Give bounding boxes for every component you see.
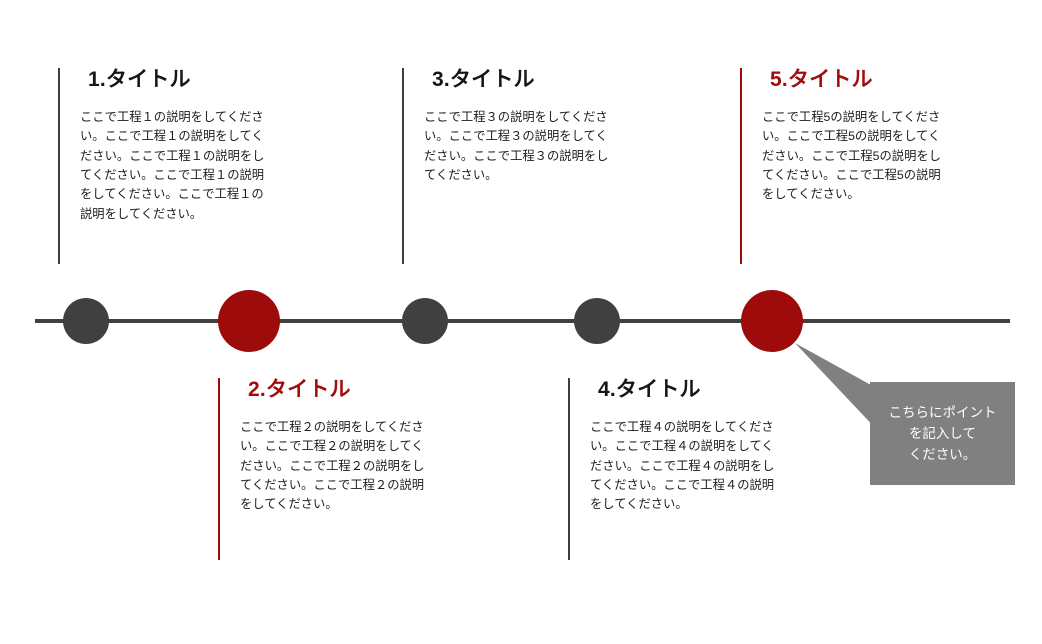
item-3-rule: [402, 68, 404, 264]
item-3-body: ここで工程３の説明をしてください。ここで工程３の説明をしてください。ここで工程３…: [424, 110, 609, 183]
timeline-item-1[interactable]: 1.タイトル ここで工程１の説明をしてください。ここで工程１の説明をしてください…: [58, 68, 288, 264]
callout-box[interactable]: こちらにポイント を記入して ください。: [870, 382, 1015, 485]
timeline-axis-line: [35, 319, 1010, 323]
timeline-node-1[interactable]: [63, 298, 109, 344]
timeline-item-3[interactable]: 3.タイトル ここで工程３の説明をしてください。ここで工程３の説明をしてください…: [402, 68, 632, 264]
item-4-rule: [568, 378, 570, 560]
item-5-title: 5.タイトル: [770, 68, 873, 91]
timeline-node-5[interactable]: [741, 290, 803, 352]
timeline-node-3[interactable]: [402, 298, 448, 344]
timeline-item-4[interactable]: 4.タイトル ここで工程４の説明をしてください。ここで工程４の説明をしてください…: [568, 378, 798, 560]
item-4-body: ここで工程４の説明をしてください。ここで工程４の説明をしてください。ここで工程４…: [590, 420, 775, 512]
callout-pointer-icon: [795, 343, 880, 433]
callout-text: こちらにポイント を記入して ください。: [888, 405, 997, 462]
item-2-title: 2.タイトル: [248, 378, 351, 401]
item-4-title: 4.タイトル: [598, 378, 701, 401]
item-2-rule: [218, 378, 220, 560]
item-2-body: ここで工程２の説明をしてください。ここで工程２の説明をしてください。ここで工程２…: [240, 420, 425, 512]
timeline-node-4[interactable]: [574, 298, 620, 344]
item-1-title: 1.タイトル: [88, 68, 191, 91]
timeline-item-5[interactable]: 5.タイトル ここで工程5の説明をしてください。ここで工程5の説明をしてください…: [740, 68, 970, 264]
item-3-title: 3.タイトル: [432, 68, 535, 91]
item-5-body: ここで工程5の説明をしてください。ここで工程5の説明をしてください。ここで工程5…: [762, 110, 941, 202]
timeline-node-2[interactable]: [218, 290, 280, 352]
item-5-rule: [740, 68, 742, 264]
timeline-item-2[interactable]: 2.タイトル ここで工程２の説明をしてください。ここで工程２の説明をしてください…: [218, 378, 448, 560]
item-1-body: ここで工程１の説明をしてください。ここで工程１の説明をしてください。ここで工程１…: [80, 110, 265, 221]
item-1-rule: [58, 68, 60, 264]
